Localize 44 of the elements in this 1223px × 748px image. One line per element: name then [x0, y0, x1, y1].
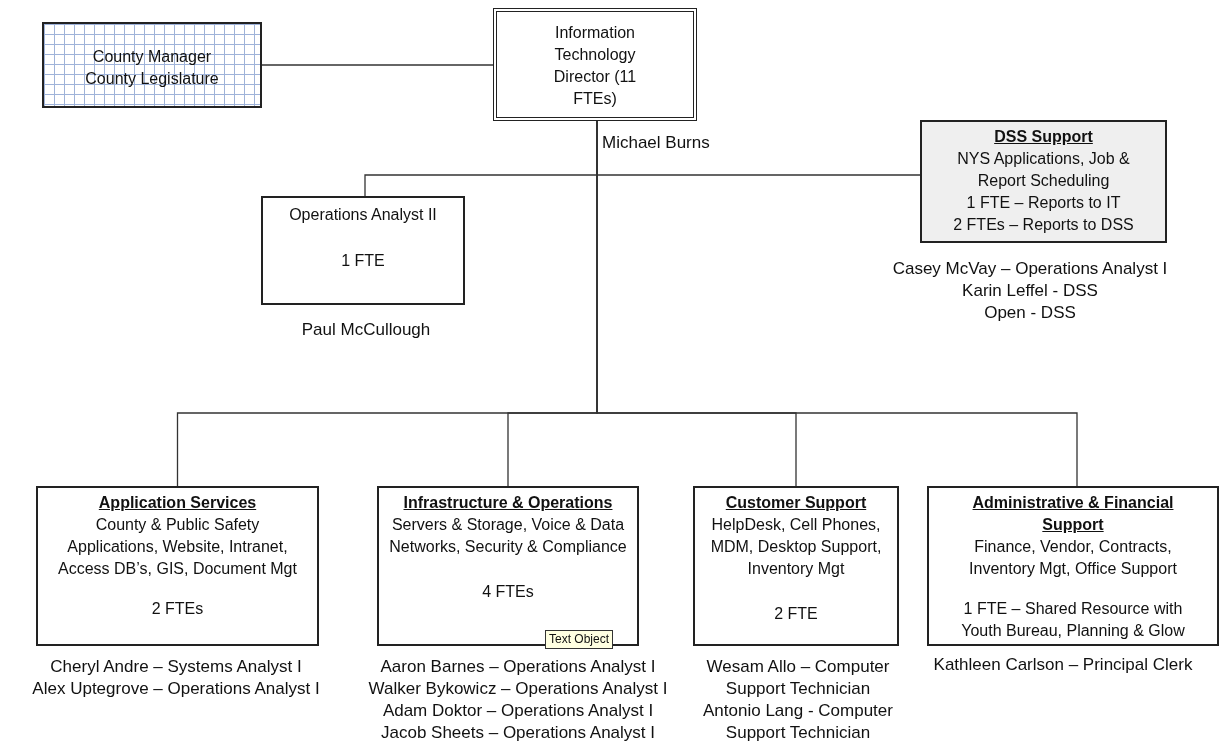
unit-heading: DSS Support — [993, 127, 1094, 147]
staff-name: Michael Burns — [602, 132, 710, 154]
staff-name: Paul McCullough — [301, 319, 431, 341]
box-text: 1 FTE – Reports to IT — [965, 193, 1122, 213]
staff-name: Antonio Lang - Computer Support Technician — [702, 700, 894, 744]
staff-name: Kathleen Carlson – Principal Clerk — [933, 654, 1193, 676]
staff-name: Wesam Allo – Computer Support Technician — [705, 656, 891, 700]
box-text: Information Technology Director (11 FTEs) — [552, 23, 638, 109]
staff-name: Cheryl Andre – Systems Analyst I — [50, 656, 302, 678]
unit-box — [927, 486, 1219, 646]
box-text: Servers & Storage, Voice & Data Networks, Security & Compliance — [388, 515, 628, 557]
authority-box — [42, 22, 262, 108]
box-text: 2 FTEs — [150, 599, 205, 619]
staff-name: Adam Doktor – Operations Analyst I — [382, 700, 654, 722]
box-text: HelpDesk, Cell Phones, MDM, Desktop Support, Inventory Mgt — [709, 515, 883, 579]
unit-box — [693, 486, 899, 646]
staff-name: Jacob Sheets – Operations Analyst I — [380, 722, 656, 744]
staff-name: Aaron Barnes – Operations Analyst I — [380, 656, 656, 678]
unit-box — [920, 120, 1167, 243]
director-box — [493, 8, 697, 121]
box-text: 1 FTE — [340, 251, 386, 271]
box-text: 4 FTEs — [481, 582, 535, 602]
staff-name: Alex Uptegrove – Operations Analyst I — [32, 678, 320, 700]
unit-heading: Application Services — [97, 493, 258, 513]
box-text: NYS Applications, Job & Report Scheduling — [956, 149, 1131, 191]
position-box — [261, 196, 465, 305]
unit-heading: Administrative & Financial Support — [971, 493, 1175, 535]
staff-name: Casey McVay – Operations Analyst I — [892, 258, 1168, 280]
box-text: Finance, Vendor, Contracts, Inventory Mgt, Office Support — [968, 537, 1178, 579]
box-text: 2 FTE — [773, 604, 819, 624]
staff-name: Open - DSS — [984, 302, 1076, 324]
unit-box — [36, 486, 319, 646]
box-text: County & Public Safety Applications, Website, Intranet, Access DB’s, GIS, Document Mgt — [57, 515, 298, 579]
unit-box — [377, 486, 639, 646]
tooltip: Text Object — [545, 630, 614, 649]
staff-name: Walker Bykowicz – Operations Analyst I — [368, 678, 668, 700]
box-text: County Manager County Legislature — [84, 47, 220, 89]
staff-name: Karin Leffel - DSS — [962, 280, 1098, 302]
box-text: Operations Analyst II — [288, 205, 438, 225]
unit-heading: Customer Support — [724, 493, 868, 513]
box-text: 1 FTE – Shared Resource with Youth Bureau, Planning & Glow — [960, 599, 1186, 641]
unit-heading: Infrastructure & Operations — [402, 493, 614, 513]
connector-line — [261, 64, 494, 66]
box-text: 2 FTEs – Reports to DSS — [952, 215, 1135, 235]
